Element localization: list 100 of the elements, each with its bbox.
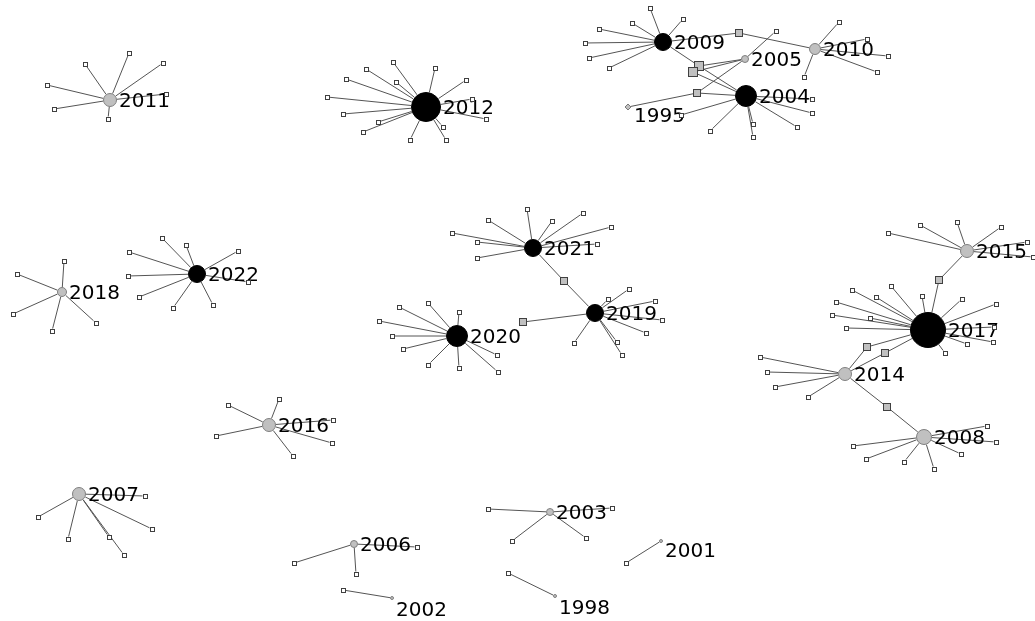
node-square [170, 305, 176, 311]
connector-line [925, 444, 934, 467]
connector-line [599, 320, 621, 353]
node-square [35, 514, 41, 520]
connector-line [49, 85, 104, 99]
connector-line [15, 293, 58, 314]
node-square [764, 369, 770, 375]
connector-line [541, 227, 609, 247]
connector-line [850, 354, 882, 372]
connector-line [401, 307, 448, 332]
connector-line [275, 426, 330, 443]
connector-line [435, 117, 442, 125]
node-square [142, 493, 148, 499]
connector-line [944, 335, 965, 344]
node-square [290, 453, 296, 459]
node-square [942, 350, 948, 356]
connector-line [942, 255, 963, 277]
node-square [469, 96, 475, 102]
node-square [605, 296, 611, 302]
node-square [643, 330, 649, 336]
node-square [867, 315, 873, 321]
connector-line [440, 109, 484, 119]
node-square [773, 28, 779, 34]
connector-line [130, 273, 189, 277]
connector-line [756, 98, 810, 113]
node-square [888, 283, 894, 289]
node-square [805, 394, 811, 400]
connector-line [433, 119, 445, 138]
connector-line [112, 55, 129, 94]
node-square [864, 36, 870, 42]
connector-line [526, 313, 587, 322]
node-square [931, 466, 937, 472]
connector-line [650, 10, 661, 35]
node-square [614, 339, 620, 345]
connector-line [762, 357, 839, 374]
connector-line [218, 425, 263, 436]
connector-line [804, 54, 814, 75]
year-label: 2011 [119, 89, 170, 111]
connector-line [945, 326, 992, 330]
connector-line [703, 68, 738, 91]
node-square [688, 67, 698, 77]
node-square [456, 309, 462, 315]
node-square [245, 279, 251, 285]
connector-line [61, 263, 65, 288]
connector-line [368, 70, 414, 100]
connector-line [84, 496, 150, 529]
node-square [375, 119, 381, 125]
node-square [485, 506, 491, 512]
connector-line [921, 298, 926, 313]
node-square [990, 339, 996, 345]
node-square [93, 320, 99, 326]
connector-line [628, 541, 660, 562]
connector-line [365, 112, 413, 132]
node-circle [741, 55, 749, 63]
connector-line [394, 335, 447, 337]
connector-line [712, 103, 739, 130]
node-square [583, 535, 589, 541]
year-label: 2022 [208, 263, 259, 285]
connector-line [115, 64, 161, 97]
connector-line [931, 425, 985, 437]
node-square [485, 217, 491, 223]
node-square [606, 65, 612, 71]
node-square [560, 277, 568, 285]
node-circle [659, 539, 663, 543]
node-circle [910, 312, 946, 348]
node-square [873, 294, 879, 300]
connector-line [457, 314, 460, 326]
node-square [626, 286, 632, 292]
node-square [772, 384, 778, 390]
connector-line [591, 43, 655, 58]
connector-line [553, 507, 610, 513]
connector-line [892, 288, 917, 317]
connector-line [931, 437, 994, 443]
connector-line [603, 313, 660, 321]
node-circle [553, 594, 557, 598]
year-label: 2008 [934, 426, 985, 448]
connector-line [552, 513, 584, 537]
year-label: 2001 [665, 539, 716, 561]
node-square [984, 423, 990, 429]
year-label: 2020 [470, 325, 521, 347]
connector-line [870, 334, 912, 347]
connector-line [820, 50, 875, 72]
node-square [82, 61, 88, 67]
node-circle [411, 92, 441, 122]
node-square [14, 271, 20, 277]
node-square [801, 74, 807, 80]
connector-line [56, 100, 104, 110]
connector-line [271, 401, 279, 419]
node-square [885, 230, 891, 236]
connector-line [539, 214, 581, 244]
node-circle [72, 487, 86, 501]
connector-line [479, 249, 525, 259]
connector-line [514, 513, 548, 540]
node-circle [350, 540, 358, 548]
year-label: 2007 [88, 483, 139, 505]
connector-line [600, 301, 607, 307]
connector-line [537, 223, 551, 242]
node-square [44, 82, 50, 88]
node-square [596, 26, 602, 32]
connector-line [601, 29, 655, 41]
